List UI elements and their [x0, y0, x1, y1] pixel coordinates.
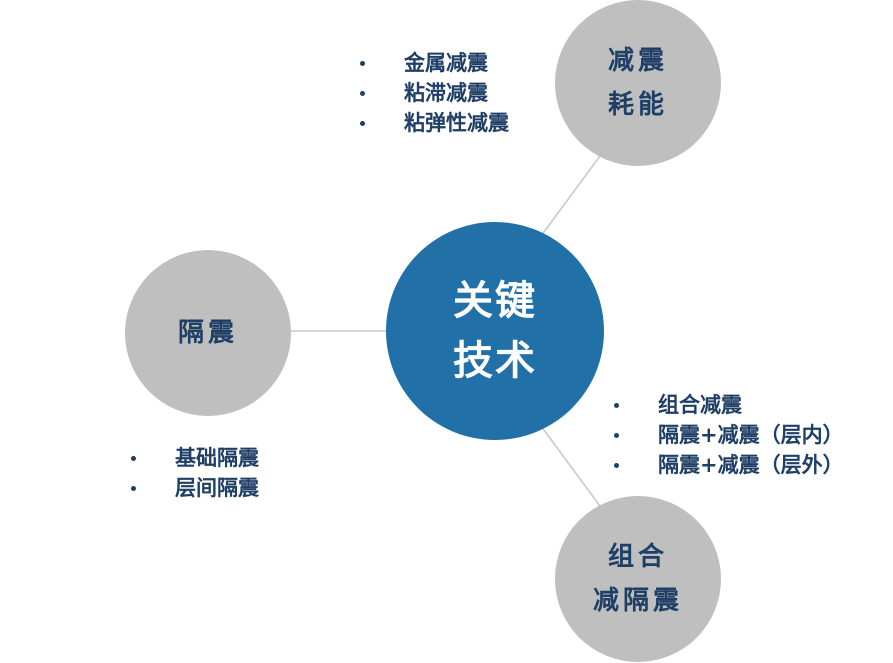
list-item-label: 金属减震: [404, 51, 488, 75]
bullet-dot-icon: [360, 91, 365, 96]
list-item: 隔震+减震（层外）: [614, 450, 844, 480]
list-item-label: 粘滞减震: [404, 81, 488, 105]
list-item: 粘弹性减震: [360, 108, 509, 138]
list-combined-types: 组合减震 隔震+减震（层内） 隔震+减震（层外）: [614, 390, 844, 480]
connector-top: [540, 155, 601, 237]
list-item-label: 粘弹性减震: [404, 111, 509, 135]
list-item: 金属减震: [360, 48, 509, 78]
node-isolation: 隔震: [125, 250, 291, 416]
bullet-dot-icon: [360, 61, 365, 66]
node-left-line-1: 隔震: [177, 318, 238, 348]
node-combined-isolation-damping: 组合 减隔震: [555, 496, 721, 662]
bullet-dot-icon: [614, 403, 619, 408]
connector-bottom: [540, 425, 601, 507]
bullet-dot-icon: [614, 463, 619, 468]
node-bottom-line-2: 减隔震: [592, 586, 683, 616]
center-node-key-technology: 关键 技术: [386, 222, 604, 440]
node-energy-dissipation: 减震 耗能: [555, 0, 721, 166]
center-node-line-2: 技术: [453, 338, 537, 384]
list-item: 基础隔震: [131, 443, 259, 473]
list-item: 隔震+减震（层内）: [614, 420, 844, 450]
bullet-dot-icon: [131, 456, 136, 461]
node-bottom-line-1: 组合: [607, 542, 668, 572]
list-item: 粘滞减震: [360, 78, 509, 108]
list-item-label: 组合减震: [658, 393, 742, 417]
bullet-dot-icon: [614, 433, 619, 438]
list-item-label: 基础隔震: [175, 446, 259, 470]
list-item: 层间隔震: [131, 473, 259, 503]
list-item-label: 层间隔震: [175, 476, 259, 500]
list-isolation-types: 基础隔震 层间隔震: [131, 443, 259, 503]
node-top-line-2: 耗能: [607, 90, 668, 120]
list-item: 组合减震: [614, 390, 844, 420]
list-item-label: 隔震+减震（层外）: [658, 453, 844, 477]
list-energy-dissipation-types: 金属减震 粘滞减震 粘弹性减震: [360, 48, 509, 138]
bullet-dot-icon: [131, 486, 136, 491]
bullet-dot-icon: [360, 121, 365, 126]
center-node-line-1: 关键: [453, 278, 537, 324]
list-item-label: 隔震+减震（层内）: [658, 423, 844, 447]
node-top-line-1: 减震: [607, 46, 668, 76]
